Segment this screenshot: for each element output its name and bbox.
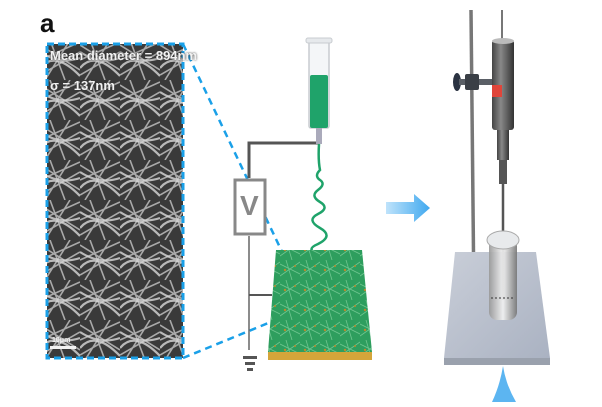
sigma-label: σ = 137nm xyxy=(50,78,115,93)
polymer-solution xyxy=(310,75,328,128)
zoom-line-top xyxy=(181,43,287,259)
syringe-flange xyxy=(305,37,333,44)
voltage-source-box xyxy=(233,178,267,236)
fiber-mat xyxy=(268,250,372,352)
voltage-symbol: V xyxy=(240,190,259,221)
sem-image xyxy=(47,44,183,358)
clamp-knob-icon xyxy=(453,73,461,91)
sonicator-tag xyxy=(492,85,502,97)
sonicator-body xyxy=(492,40,514,130)
sonicator-cap xyxy=(492,38,514,44)
ground-icon xyxy=(243,356,257,371)
stand-base-edge xyxy=(444,358,550,365)
clamp-holder xyxy=(465,74,479,90)
panel-label: a xyxy=(40,8,55,38)
wire-top xyxy=(247,141,318,178)
sem-dashed-border xyxy=(45,42,185,360)
scale-bar-label: 10μm xyxy=(52,337,71,344)
zoom-line-bottom xyxy=(182,308,301,360)
polymer-jet xyxy=(310,143,328,256)
collector-substrate xyxy=(268,352,372,360)
syringe-needle xyxy=(316,128,322,144)
sonicator-horn xyxy=(497,130,509,160)
sonicator-horn-tip xyxy=(499,160,507,184)
beaker-rim xyxy=(486,230,520,250)
process-arrow-icon xyxy=(386,194,430,222)
beaker xyxy=(489,238,517,320)
cooling-water-icon xyxy=(492,366,516,402)
mean-diameter-label: Mean diameter = 894nm xyxy=(50,48,198,63)
scale-bar xyxy=(50,346,76,349)
